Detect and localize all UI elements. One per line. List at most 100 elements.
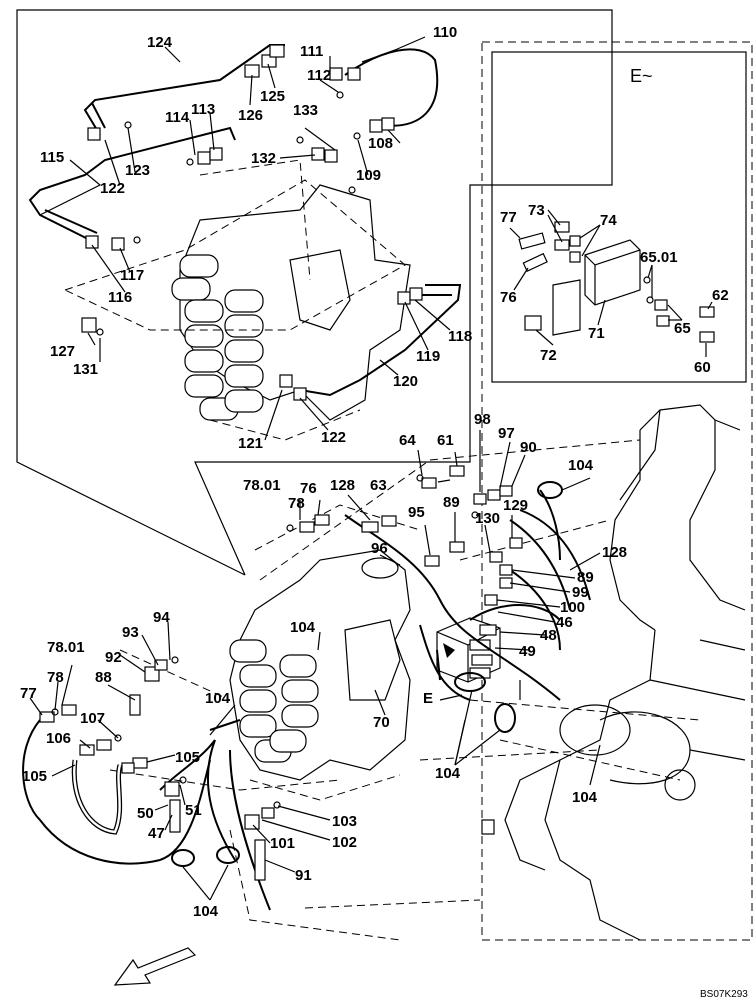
callout-115: 115 [40, 149, 64, 166]
callout-111: 111 [300, 43, 323, 60]
callout-71: 71 [588, 325, 605, 342]
callout-76: 76 [300, 480, 317, 497]
callout-90: 91 [295, 867, 312, 884]
callout-74: 74 [600, 212, 617, 229]
callout-113: 113 [191, 101, 215, 118]
main-callouts: 64 61 98 97 90 104 63 78.01 76 128 78 89… [20, 411, 748, 1000]
callout-64: 64 [399, 432, 416, 449]
callout-47: 47 [148, 825, 165, 842]
callout-106: 106 [46, 730, 71, 747]
callout-103-c: 104 [205, 690, 231, 707]
inset-e-drawing [509, 209, 715, 357]
callout-65-01: 65.01 [640, 249, 678, 266]
direction-arrow-icon [113, 947, 197, 986]
callout-65: 65 [674, 320, 691, 337]
callout-125: 124 [147, 34, 173, 51]
callout-105: 105 [22, 768, 47, 785]
callout-124: 123 [125, 162, 150, 179]
main-leaders [29, 430, 601, 901]
inset-e-frame [481, 41, 753, 941]
callout-103-a: 104 [568, 457, 594, 474]
callout-109: 109 [356, 167, 381, 184]
callout-100: 101 [270, 835, 295, 852]
callout-119: 119 [416, 348, 440, 365]
callout-132: 131 [73, 361, 98, 378]
callout-77: 77 [20, 685, 37, 702]
callout-117: 117 [120, 267, 144, 284]
callout-76-inset: 76 [500, 289, 517, 306]
callout-103-e: 104 [572, 789, 598, 806]
callout-48: 48 [540, 627, 557, 644]
hose-clamps [171, 481, 563, 867]
main-valve-drawing [229, 504, 421, 801]
callout-103-d: 104 [435, 765, 461, 782]
detail-valve-drawing [64, 159, 411, 441]
callout-93: 94 [153, 609, 170, 626]
callout-97: 98 [474, 411, 491, 428]
callout-49: 49 [519, 643, 536, 660]
callout-104: 105 [175, 749, 200, 766]
callout-118: 118 [448, 328, 472, 345]
callout-114: 114 [165, 109, 190, 126]
callout-78-b: 78 [47, 669, 64, 686]
callout-88-b: 89 [577, 569, 594, 586]
drawing-code: BS07K293 [700, 989, 748, 1000]
detail-inset-frame [16, 9, 613, 576]
callout-77-inset: 77 [500, 209, 517, 226]
callout-60: 60 [694, 359, 711, 376]
callout-46: 46 [556, 614, 573, 631]
callout-78-a: 78 [288, 495, 305, 512]
callout-98: 99 [572, 584, 589, 601]
callout-108: 108 [368, 135, 393, 152]
callout-73: 73 [528, 202, 545, 219]
callout-94: 95 [408, 504, 425, 521]
callout-96: 97 [498, 425, 515, 442]
callout-133: 132 [251, 150, 276, 167]
solenoid-block [436, 617, 521, 700]
callout-107: 107 [80, 710, 105, 727]
callout-95: 96 [371, 540, 388, 557]
callout-78-01-b: 78.01 [47, 639, 85, 656]
callout-61: 61 [437, 432, 454, 449]
callout-110: 110 [433, 24, 457, 41]
main-machine-drawing [109, 404, 746, 941]
callout-131: 127 [50, 343, 75, 360]
inset-e-title: E~ [630, 66, 653, 86]
callout-78-01-a: 78.01 [243, 477, 281, 494]
callout-89: 90 [520, 439, 537, 456]
callout-130: 130 [475, 510, 500, 527]
callout-63: 63 [370, 477, 387, 494]
callout-92: 93 [122, 624, 139, 641]
callout-70: 70 [373, 714, 390, 731]
callout-99: 100 [560, 599, 585, 616]
callout-128-a: 128 [330, 477, 355, 494]
callout-62: 62 [712, 287, 729, 304]
main-fittings [39, 465, 523, 881]
callout-120: 120 [393, 373, 418, 390]
callout-121: 121 [238, 435, 263, 452]
callout-122: 122 [321, 429, 346, 446]
callout-51: 51 [185, 802, 202, 819]
callout-87: 88 [95, 669, 112, 686]
callout-72: 72 [540, 347, 557, 364]
callout-101: 102 [332, 834, 357, 851]
detail-callouts: 124 110 111 112 125 126 133 113 114 115 … [40, 24, 472, 452]
callout-91: 92 [105, 649, 122, 666]
callout-102: 103 [332, 813, 357, 830]
callout-127: 126 [238, 107, 263, 124]
callout-126: 125 [260, 88, 285, 105]
callout-134: 133 [293, 102, 318, 119]
callout-103-f: 104 [193, 903, 219, 920]
callout-103-b: 104 [290, 619, 316, 636]
callout-116: 116 [108, 289, 132, 306]
detail-leaders [39, 36, 451, 441]
callout-123: 122 [100, 180, 125, 197]
inset-e-callouts: E~ 77 73 74 65.01 76 62 65 71 72 60 [500, 66, 729, 376]
callout-112: 112 [307, 67, 331, 84]
callout-88-a: 89 [443, 494, 460, 511]
callout-50: 50 [137, 805, 154, 822]
callout-view-e: E [423, 690, 433, 707]
main-hoses [22, 489, 591, 911]
callout-129: 129 [503, 497, 528, 514]
